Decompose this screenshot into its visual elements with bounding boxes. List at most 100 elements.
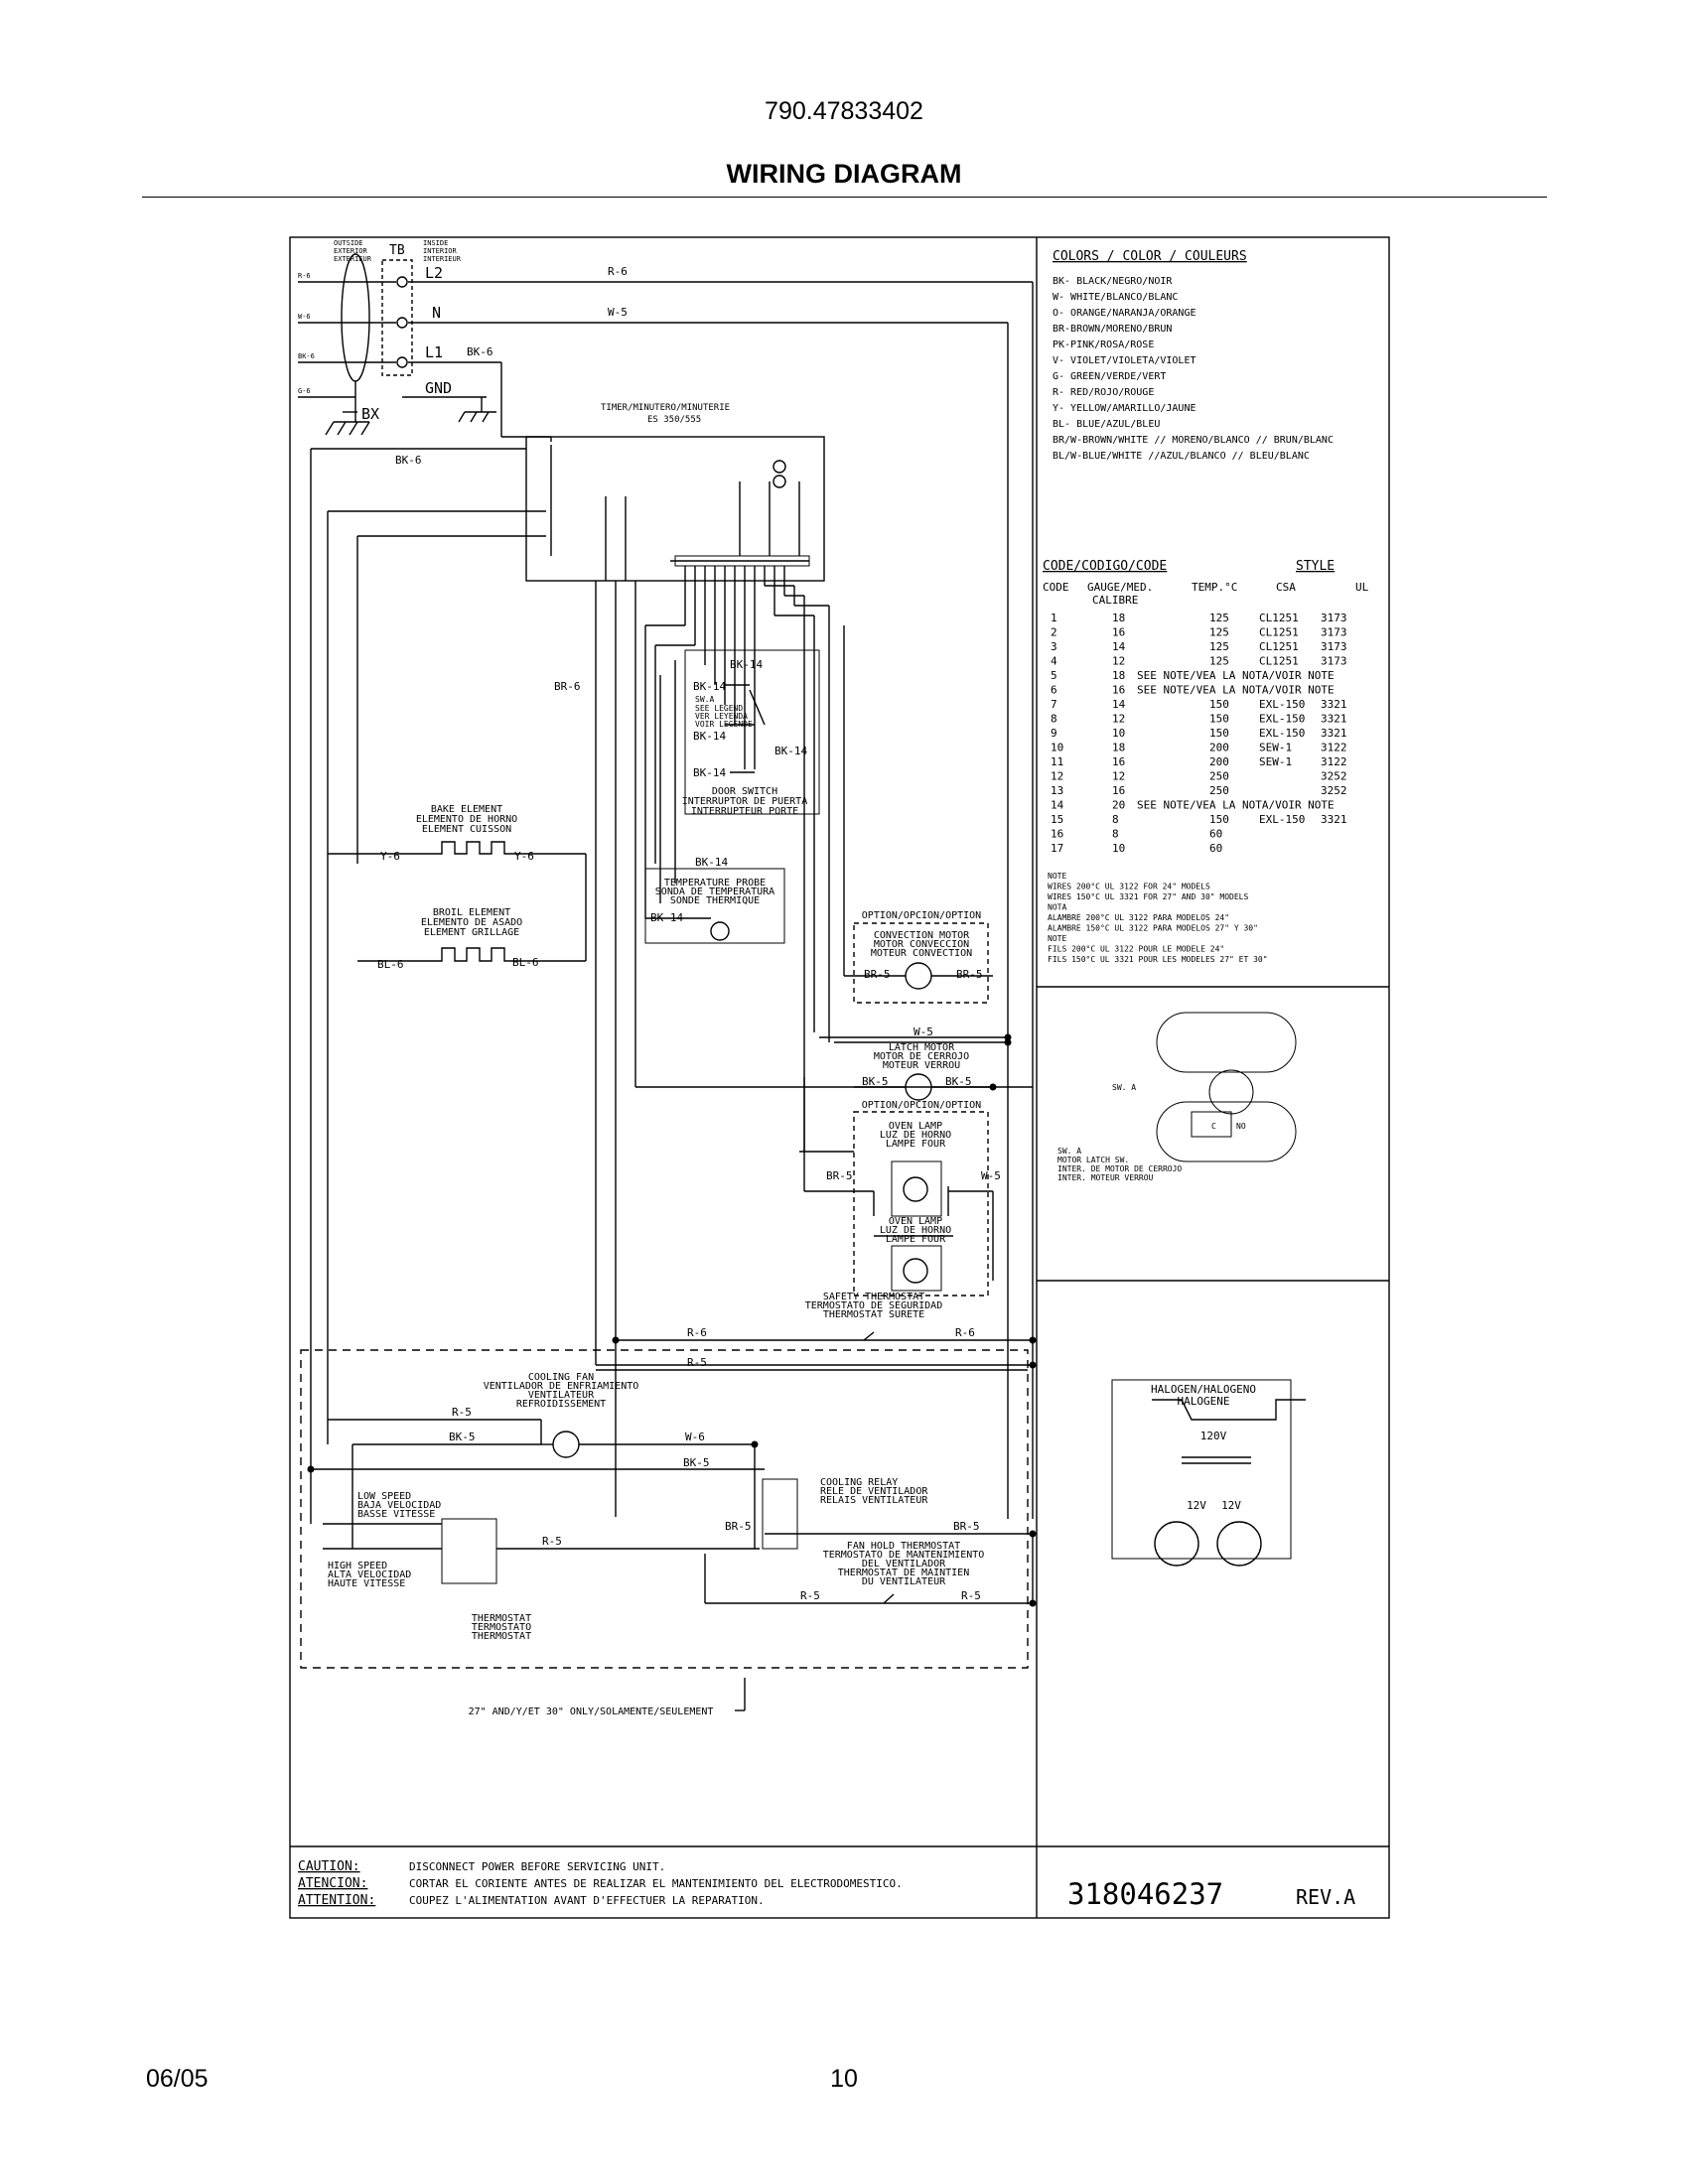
code-note-line: FILS 200°C UL 3122 POUR LE MODELE 24" (1048, 945, 1224, 954)
code-cell-code: 12 (1051, 770, 1063, 783)
code-table-style: STYLE (1296, 559, 1335, 574)
halogen-primary: 120V (1200, 1430, 1227, 1442)
code-cell-code: 16 (1051, 828, 1063, 841)
footer-date: 06/05 (146, 2065, 209, 2093)
wire-bk14-a: BK-14 (730, 658, 763, 671)
probe-label-2: SONDA DE TEMPERATURA (655, 887, 774, 897)
code-cell-gauge: 12 (1112, 770, 1125, 783)
high-speed-label-2: ALTA VELOCIDAD (328, 1570, 411, 1580)
halogen-secondary-1: 12V (1187, 1499, 1206, 1512)
inside-label-1: INSIDE (423, 239, 448, 247)
code-cell-temp: 125 (1209, 612, 1229, 624)
code-cell-gauge: 12 (1112, 713, 1125, 726)
code-note-line: NOTA (1048, 903, 1066, 912)
outside-label-3: EXTERIEUR (334, 255, 372, 263)
code-cell-code: 10 (1051, 742, 1063, 754)
wire-r5-fan: R-5 (452, 1406, 472, 1419)
code-cell-csa: CL1251 (1259, 655, 1299, 668)
code-cell-temp: 60 (1209, 828, 1222, 841)
code-cell-code: 13 (1051, 784, 1063, 797)
code-cell-code: 3 (1051, 640, 1057, 653)
fan-label-1: COOLING FAN (528, 1372, 594, 1383)
code-cell-gauge: 12 (1112, 655, 1125, 668)
code-cell-code: 14 (1051, 799, 1064, 812)
code-cell-csa: CL1251 (1259, 612, 1299, 624)
inside-label-3: INTERIEUR (423, 255, 462, 263)
thermostat-label-2: TERMOSTATO (472, 1622, 531, 1633)
code-cell-ul: 3173 (1321, 640, 1347, 653)
bake-label-1: BAKE ELEMENT (431, 804, 502, 815)
code-cell-temp: 150 (1209, 813, 1229, 826)
thermostat-box (441, 1518, 497, 1584)
gnd-label: GND (425, 379, 452, 397)
safety-label-3: THERMOSTAT SURETE (823, 1309, 924, 1320)
caution-text-en: DISCONNECT POWER BEFORE SERVICING UNIT. (409, 1860, 665, 1873)
wire-bk14-c: BK-14 (693, 730, 726, 743)
cooling-relay-box (762, 1478, 798, 1550)
sw-a-note-3: VER LEYENDA (695, 712, 748, 721)
l1-label: L1 (425, 343, 443, 361)
wire-w5-top: W-5 (608, 306, 628, 319)
lamp2-label-3: LAMPE FOUR (886, 1234, 946, 1245)
wire-w5-latch: W-5 (914, 1025, 933, 1038)
safety-label-1: SAFETY THERMOSTAT (823, 1292, 924, 1302)
code-cell-gauge: 14 (1112, 640, 1126, 653)
code-note-line: ALAMBRE 200°C UL 3122 PARA MODELOS 24" (1048, 913, 1229, 922)
wire-br5-lamp: BR-5 (826, 1169, 853, 1182)
thermostat-label-1: THERMOSTAT (472, 1613, 531, 1624)
code-cell-ul: 3173 (1321, 655, 1347, 668)
caution-label-fr: ATTENTION: (298, 1893, 375, 1908)
revision: REV.A (1296, 1885, 1355, 1909)
code-cell-temp: 150 (1209, 713, 1229, 726)
fan-hold-label-4: THERMOSTAT DE MAINTIEN (838, 1568, 969, 1578)
convection-label-1: CONVECTION MOTOR (874, 930, 970, 941)
halogen-secondary-2: 12V (1221, 1499, 1241, 1512)
code-cell-temp: 150 (1209, 698, 1229, 711)
oven-lamp-1-symbol (903, 1176, 928, 1202)
code-cell-code: 4 (1051, 655, 1057, 668)
color-legend-item: Y- YELLOW/AMARILLO/JAUNE (1053, 403, 1196, 414)
diagram-frame (289, 236, 1390, 1919)
color-legend-item: O- ORANGE/NARANJA/ORANGE (1053, 308, 1196, 319)
wire-y6-left: Y-6 (380, 850, 400, 863)
code-cell-gauge: 16 (1112, 626, 1125, 639)
code-header-csa: CSA (1276, 581, 1296, 594)
door-switch-label-1: DOOR SWITCH (712, 786, 777, 797)
code-cell-gauge: 20 (1112, 799, 1125, 812)
fan-hold-label-3: DEL VENTILADOR (862, 1559, 946, 1570)
code-cell-ul: 3321 (1321, 698, 1347, 711)
footer-page-number: 10 (830, 2065, 858, 2093)
wire-bk5-relay: BK-5 (683, 1456, 710, 1469)
code-cell-ul: 3321 (1321, 727, 1347, 740)
bake-label-2: ELEMENTO DE HORNO (416, 814, 517, 825)
timer-label: TIMER/MINUTERO/MINUTERIE (601, 403, 730, 413)
code-table-title: CODE/CODIGO/CODE (1043, 559, 1167, 574)
wire-r5-bottom-left: R-5 (800, 1589, 820, 1602)
wire-bk5-latch-left: BK-5 (862, 1075, 889, 1088)
code-header-temp: TEMP.°C (1192, 581, 1237, 594)
color-legend-item: W- WHITE/BLANCO/BLANC (1053, 292, 1178, 303)
lamp2-label-2: LUZ DE HORNO (880, 1225, 951, 1236)
color-legend-item: V- VIOLET/VIOLETA/VIOLET (1053, 355, 1196, 366)
color-legend-item: BL- BLUE/AZUL/BLEU (1053, 419, 1160, 430)
wire-r5-top: R-5 (687, 1356, 707, 1369)
left-wire-g6: G-6 (298, 387, 311, 395)
halogen-box (1111, 1379, 1292, 1560)
sw-a-note-1: SW.A (695, 695, 714, 704)
page-title: WIRING DIAGRAM (726, 159, 962, 189)
code-note-line: WIRES 150°C UL 3321 FOR 27" AND 30" MODE… (1048, 892, 1248, 901)
code-cell-gauge: 8 (1112, 828, 1119, 841)
fan-hold-label-1: FAN HOLD THERMOSTAT (847, 1541, 960, 1552)
halogen-lamp-1 (1154, 1521, 1199, 1567)
code-cell-ul: 3122 (1321, 755, 1347, 768)
code-cell-gauge: 14 (1112, 698, 1126, 711)
code-subheader: CALIBRE (1092, 594, 1138, 607)
code-header-code: CODE (1043, 581, 1069, 594)
caution-text-fr: COUPEZ L'ALIMENTATION AVANT D'EFFECTUER … (409, 1894, 765, 1907)
outside-label-2: EXTERIOR (334, 247, 368, 255)
code-cell-gauge: 18 (1112, 612, 1125, 624)
code-cell-gauge: 16 (1112, 684, 1125, 697)
wire-bk5-fan: BK-5 (449, 1431, 476, 1443)
option-mid-label: OPTION/OPCION/OPTION (862, 1100, 981, 1111)
code-cell-temp: 250 (1209, 784, 1229, 797)
